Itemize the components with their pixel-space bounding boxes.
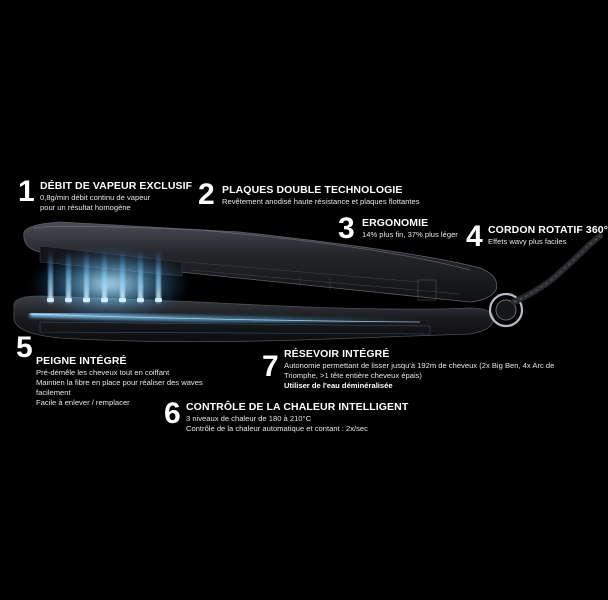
feature-note: Utiliser de l'eau déminéralisée — [284, 381, 393, 390]
feature-description: 3 niveaux de chaleur de 180 à 210°C Cont… — [186, 414, 368, 434]
steam-jets — [48, 250, 161, 302]
feature-title: PLAQUES DOUBLE TECHNOLOGIE — [222, 184, 403, 196]
feature-title: CORDON ROTATIF 360° — [488, 224, 608, 236]
feature-number: 6 — [164, 397, 181, 430]
feature-title: CONTRÔLE DE LA CHALEUR INTELLIGENT — [186, 401, 409, 413]
feature-description: Pré-démêle les cheveux tout en coiffant … — [36, 368, 203, 408]
internal-detail-lines — [184, 261, 461, 295]
feature-line: Triomphe, >1 tête entière cheveux épais) — [284, 371, 422, 380]
swivel-joint — [488, 292, 524, 328]
feature-line: Facile à enlever / remplacer — [36, 398, 130, 407]
feature-description: 14% plus fin, 37% plus léger — [362, 230, 458, 240]
feature-line: Pré-démêle les cheveux tout en coiffant — [36, 368, 170, 377]
feature-number: 3 — [338, 212, 355, 245]
feature-description: 0,8g/min débit continu de vapeur pour un… — [40, 193, 150, 213]
feature-title: ERGONOMIE — [362, 217, 429, 229]
spring-coil — [417, 279, 437, 301]
upper-arm-highlight — [33, 226, 471, 271]
feature-line: Maintien la fibre en place pour réaliser… — [36, 378, 203, 387]
feature-line: pour un résultat homogène — [40, 203, 131, 212]
feature-title: PEIGNE INTÉGRÉ — [36, 355, 127, 367]
feature-description: Autonomie permettant de lisser jusqu'à 1… — [284, 361, 554, 391]
feature-line: Contrôle de la chaleur automatique et co… — [186, 424, 368, 433]
feature-description: Revêtement anodisé haute résistance et p… — [222, 197, 420, 207]
feature-number: 4 — [466, 220, 483, 253]
feature-description: Effets wavy plus faciles — [488, 237, 566, 247]
feature-number: 1 — [18, 175, 35, 208]
feature-line: 3 niveaux de chaleur de 180 à 210°C — [186, 414, 312, 423]
feature-line: 14% plus fin, 37% plus léger — [362, 230, 458, 239]
feature-number: 7 — [262, 350, 279, 383]
feature-line: facilement — [36, 388, 71, 397]
steam-nozzles — [47, 298, 162, 302]
feature-line: 0,8g/min débit continu de vapeur — [40, 193, 151, 202]
feature-line: Revêtement anodisé haute résistance et p… — [222, 197, 420, 206]
feature-title: RÉSEVOIR INTÉGRÉ — [284, 348, 390, 360]
feature-number: 2 — [198, 178, 215, 211]
feature-number: 5 — [16, 331, 33, 364]
feature-line: Effets wavy plus faciles — [488, 237, 567, 246]
steam-cloud — [30, 248, 190, 320]
feature-title: DÉBIT DE VAPEUR EXCLUSIF — [40, 180, 193, 192]
feature-line: Autonomie permettant de lisser jusqu'à 1… — [284, 361, 555, 370]
inner-tank-outline — [39, 321, 431, 335]
